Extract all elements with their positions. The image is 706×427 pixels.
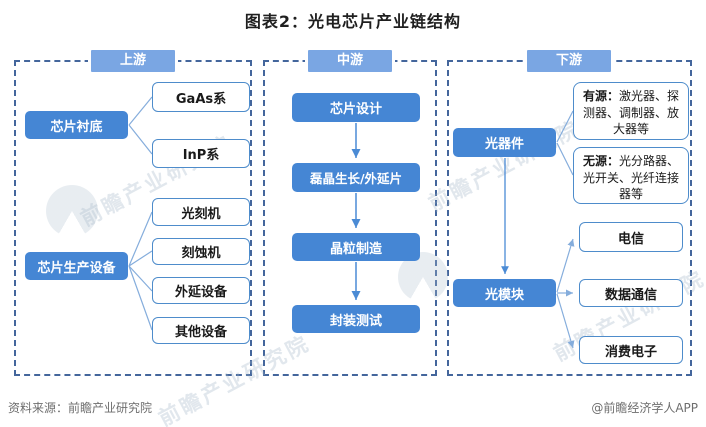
credit-note: @前瞻经济学人APP bbox=[591, 401, 698, 415]
node-die-manufacturing: 晶粒制造 bbox=[292, 233, 420, 261]
node-consumer-electronics: 消费电子 bbox=[579, 336, 683, 364]
downstream-header: 下游 bbox=[524, 47, 614, 75]
node-epitaxy-equipment: 外延设备 bbox=[152, 277, 250, 304]
note-passive-prefix: 无源： bbox=[582, 154, 619, 168]
page-title: 图表2：光电芯片产业链结构 bbox=[244, 12, 462, 31]
note-active-devices: 有源：激光器、探测器、调制器、放大器等 bbox=[573, 82, 689, 140]
node-inp: InP系 bbox=[152, 139, 250, 168]
node-packaging-testing: 封装测试 bbox=[292, 305, 420, 333]
note-active-text: 激光器、探测器、调制器、放大器等 bbox=[582, 89, 680, 137]
node-etching: 刻蚀机 bbox=[152, 238, 250, 265]
upstream-header: 上游 bbox=[88, 47, 178, 75]
node-other-equipment: 其他设备 bbox=[152, 317, 250, 344]
node-chip-design: 芯片设计 bbox=[292, 93, 420, 122]
node-crystal-growth: 磊晶生长/外延片 bbox=[292, 163, 420, 192]
node-optical-devices: 光器件 bbox=[453, 128, 556, 157]
node-chip-substrate: 芯片衬底 bbox=[25, 111, 128, 139]
note-active-prefix: 有源： bbox=[582, 89, 619, 103]
midstream-header: 中游 bbox=[305, 47, 395, 75]
note-passive-devices: 无源：光分路器、光开关、光纤连接器等 bbox=[573, 147, 689, 204]
node-data-communication: 数据通信 bbox=[579, 279, 683, 307]
node-lithography: 光刻机 bbox=[152, 198, 250, 226]
node-optical-modules: 光模块 bbox=[453, 279, 556, 307]
node-production-equipment: 芯片生产设备 bbox=[25, 252, 128, 280]
note-passive-text: 光分路器、光开关、光纤连接器等 bbox=[582, 154, 680, 202]
node-gaas: GaAs系 bbox=[152, 82, 250, 112]
source-note: 资料来源：前瞻产业研究院 bbox=[8, 401, 153, 415]
node-telecom: 电信 bbox=[579, 222, 683, 252]
